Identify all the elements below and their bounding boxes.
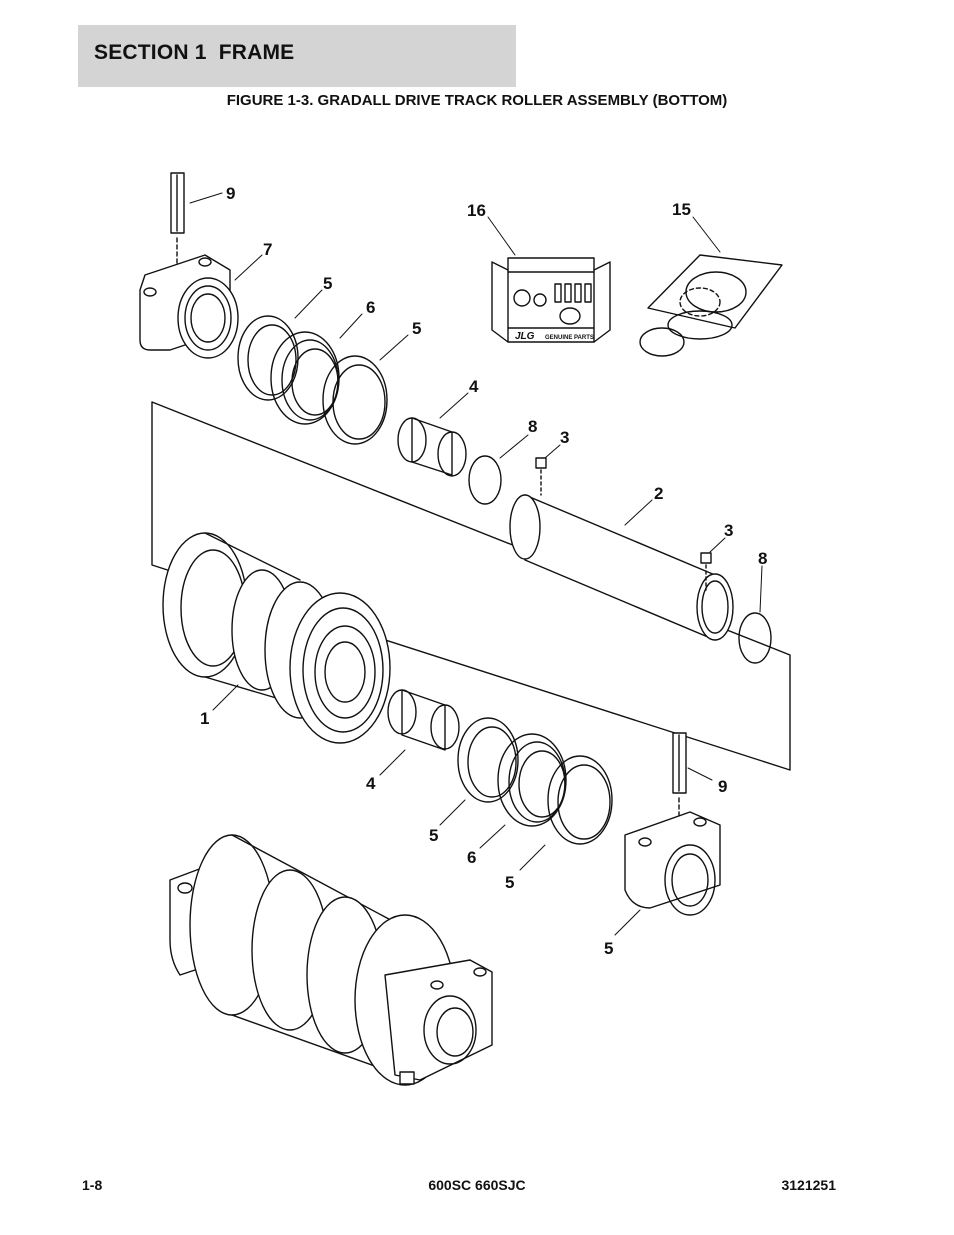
seal-ring-5-lower-2 bbox=[547, 755, 613, 845]
kit-box-label: JLG GENUINE PARTS bbox=[515, 331, 594, 342]
callout-4-a: 4 bbox=[469, 377, 479, 396]
roller-1 bbox=[162, 532, 391, 744]
assembled-roller bbox=[169, 834, 493, 1086]
o-ring-8-upper bbox=[468, 455, 502, 505]
section-title: SECTION 1 FRAME bbox=[94, 41, 295, 64]
callout-6-b: 6 bbox=[467, 848, 476, 867]
seal-ring-5-upper bbox=[237, 315, 299, 401]
callout-5-c: 5 bbox=[429, 826, 438, 845]
seal-ring-5-lower bbox=[457, 717, 519, 803]
kit-brand-text: JLG bbox=[515, 331, 535, 342]
callout-9-bottom: 9 bbox=[718, 777, 727, 796]
seal-6-upper bbox=[270, 331, 340, 425]
bushing-4-lower bbox=[387, 689, 460, 751]
seal-6-lower bbox=[497, 733, 567, 827]
plug-3-upper bbox=[535, 457, 547, 496]
callout-4-b: 4 bbox=[366, 774, 376, 793]
section-header-bar: SECTION 1 FRAME bbox=[78, 25, 516, 87]
kit-genuine-parts-text: GENUINE PARTS bbox=[545, 335, 594, 341]
bracket-7 bbox=[139, 254, 239, 359]
parts-kit-16 bbox=[491, 257, 611, 343]
callout-3-a: 3 bbox=[560, 428, 569, 447]
leader-lines bbox=[189, 192, 763, 936]
callout-15: 15 bbox=[672, 200, 691, 219]
seal-kit-15 bbox=[639, 254, 783, 357]
o-ring-8-lower bbox=[738, 612, 772, 664]
pin-9-lower bbox=[672, 732, 687, 841]
callout-8-a: 8 bbox=[528, 417, 537, 436]
seal-ring-5-upper-2 bbox=[322, 355, 388, 445]
model-number: 600SC 660SJC bbox=[428, 1177, 526, 1193]
callout-16: 16 bbox=[467, 201, 486, 220]
bracket-lower bbox=[624, 811, 721, 916]
callout-6-a: 6 bbox=[366, 298, 375, 317]
callout-5-b: 5 bbox=[412, 319, 421, 338]
plug-3-lower bbox=[700, 552, 712, 591]
document-number: 3121251 bbox=[781, 1177, 836, 1193]
callout-5-a: 5 bbox=[323, 274, 332, 293]
callout-1: 1 bbox=[200, 709, 209, 728]
shaft-2 bbox=[509, 494, 734, 641]
figure-title: FIGURE 1-3. GRADALL DRIVE TRACK ROLLER A… bbox=[226, 92, 728, 109]
callout-8-b: 8 bbox=[758, 549, 767, 568]
pin-9-top bbox=[170, 172, 185, 281]
bushing-4-upper bbox=[397, 417, 467, 477]
callout-3-b: 3 bbox=[724, 521, 733, 540]
callout-labels: 9 7 5 6 5 4 16 15 8 3 2 3 8 1 4 9 5 6 5 … bbox=[200, 184, 767, 958]
callout-7: 7 bbox=[263, 240, 272, 259]
callout-5-d: 5 bbox=[505, 873, 514, 892]
callout-9-top: 9 bbox=[226, 184, 235, 203]
callout-5-e: 5 bbox=[604, 939, 613, 958]
callout-2: 2 bbox=[654, 484, 663, 503]
page-number: 1-8 bbox=[82, 1177, 103, 1193]
